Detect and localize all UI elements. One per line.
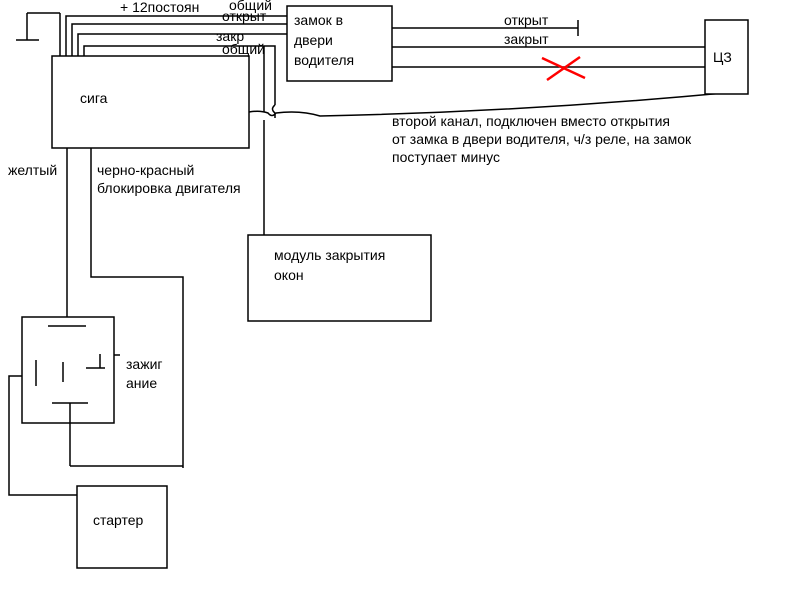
lock-box: [286, 5, 393, 82]
window-module-box: [247, 234, 432, 322]
cross-mark-icon: [541, 55, 586, 82]
plus12-label: + 12постоян: [120, 0, 199, 15]
top-wires: [65, 15, 287, 241]
starter-box: [76, 485, 168, 569]
relay-box: [21, 316, 115, 424]
note-line-2: от замка в двери водителя, ч/з реле, на …: [392, 131, 692, 147]
lock-to-cz-wires: [392, 20, 705, 68]
starter-label: стартер: [93, 512, 144, 528]
open-right-label: открыт: [504, 12, 549, 28]
closed-right-label: закрыт: [504, 31, 549, 47]
ignition-label-1: зажиг: [126, 356, 163, 372]
note-line-1: второй канал, подключен вместо открытия: [392, 113, 670, 129]
relay-contacts-icon: [35, 325, 120, 426]
black-red-wire-label: черно-красный: [97, 162, 194, 178]
window-module-label-2: окон: [274, 267, 304, 283]
window-module-label-1: модуль закрытия: [274, 247, 385, 263]
common-top-label: общий: [229, 0, 272, 13]
siga-label: сига: [80, 90, 108, 106]
yellow-wire-label: желтый: [8, 162, 57, 178]
ignition-label-2: ание: [126, 375, 157, 391]
lower-wires: [8, 148, 184, 496]
cz-label: ЦЗ: [713, 49, 732, 65]
lock-label-2: двери: [294, 32, 333, 48]
siga-box: [51, 55, 250, 149]
close-short-label: закр: [216, 28, 244, 44]
common-mid-label: общий: [222, 41, 265, 57]
lock-label-1: замок в: [294, 12, 343, 28]
engine-block-label: блокировка двигателя: [97, 180, 241, 196]
second-channel-wire: [248, 92, 725, 117]
note-line-3: поступает минус: [392, 149, 500, 165]
ground-icon: [16, 12, 61, 56]
cz-box: [704, 19, 749, 95]
open-top-label: открыт: [222, 8, 267, 24]
lock-label-3: водителя: [294, 52, 354, 68]
